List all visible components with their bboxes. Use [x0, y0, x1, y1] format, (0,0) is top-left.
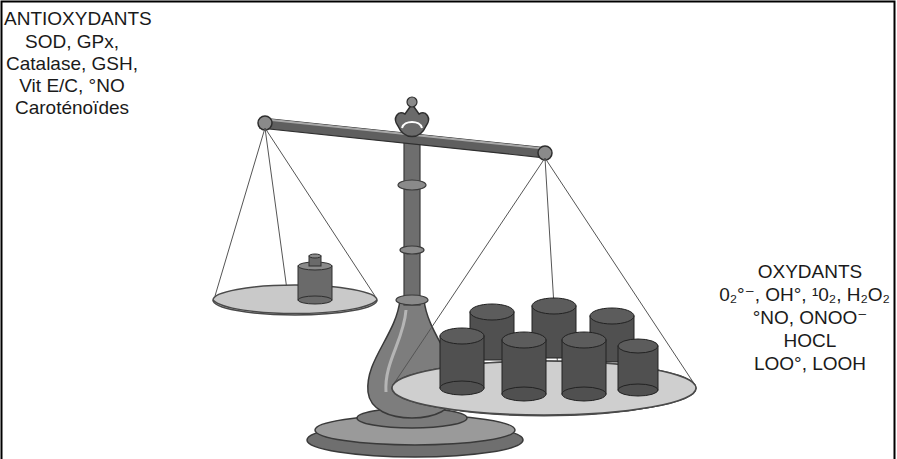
weight-top [562, 332, 606, 348]
pivot-finial [407, 97, 417, 107]
weight-top [618, 339, 658, 353]
weight-bottom [562, 387, 606, 401]
beam-ring [258, 116, 272, 130]
column-collar [396, 295, 428, 305]
heavy-weight [502, 332, 546, 401]
weight-knob-top [309, 254, 321, 258]
left-pan [213, 285, 377, 315]
column-ring [400, 246, 424, 254]
heavy-weight [440, 328, 484, 395]
weight-top [590, 308, 634, 324]
weight-top [440, 328, 484, 344]
pan-rim [213, 300, 377, 314]
group-heading: OXYDANTS [758, 261, 863, 283]
species-list: HOCL [784, 330, 837, 352]
beam-ring [538, 146, 552, 160]
heavy-weight [618, 339, 658, 396]
heavy-weight [562, 332, 606, 401]
weight-bottom [618, 384, 658, 396]
group-heading: ANTIOXYDANTS [4, 8, 152, 30]
balance-beam [260, 118, 548, 158]
pivot-detail [402, 122, 422, 128]
species-list: Vit E/C, °NO [19, 75, 124, 97]
weight-bottom [502, 387, 546, 401]
weight-top [532, 298, 576, 314]
stand-column [404, 140, 420, 305]
species-list: 0₂°⁻, OH°, ¹0₂, H₂O₂ [719, 284, 890, 306]
weight-top [470, 304, 514, 320]
weight-body [298, 266, 332, 300]
weight-bottom [440, 381, 484, 395]
weight-top [502, 332, 546, 348]
species-list: Caroténoïdes [15, 97, 129, 119]
weight-bottom [298, 296, 332, 304]
species-list: °NO, ONOO⁻ [753, 307, 868, 329]
species-list: SOD, GPx, [25, 31, 119, 53]
heavy-weights [440, 298, 658, 401]
pan-string [215, 128, 265, 296]
column-ring [398, 180, 426, 190]
species-list: LOO°, LOOH [754, 353, 866, 375]
pivot-ornament [396, 104, 429, 137]
species-list: Catalase, GSH, [6, 53, 138, 75]
small-weight [298, 254, 332, 304]
